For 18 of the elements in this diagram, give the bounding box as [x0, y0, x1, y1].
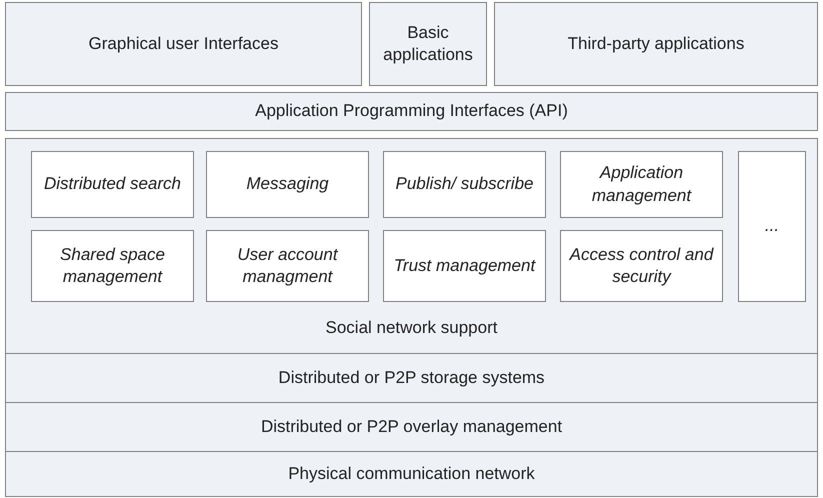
component-box: Distributed search: [31, 151, 194, 218]
layer-box: Application Programming Interfaces (API): [5, 92, 818, 131]
component-box: Application management: [560, 151, 723, 218]
component-box: Access control and security: [560, 230, 723, 302]
layer-box: Physical communication network: [5, 451, 818, 497]
component-box: User account managment: [206, 230, 369, 302]
layer-box: Graphical user Interfaces: [5, 2, 362, 86]
component-box: Trust management: [383, 230, 546, 302]
layer-box: Distributed or P2P overlay management: [5, 402, 818, 452]
layer-panel: [5, 138, 818, 354]
layer-box: Basic applications: [369, 2, 487, 86]
component-box: Messaging: [206, 151, 369, 218]
component-box: ...: [738, 151, 806, 302]
layer-box: Distributed or P2P storage systems: [5, 353, 818, 403]
layer-box: Third-party applications: [494, 2, 818, 86]
layer-label: Social network support: [324, 316, 498, 339]
component-box: Shared space management: [31, 230, 194, 302]
component-box: Publish/ subscribe: [383, 151, 546, 218]
